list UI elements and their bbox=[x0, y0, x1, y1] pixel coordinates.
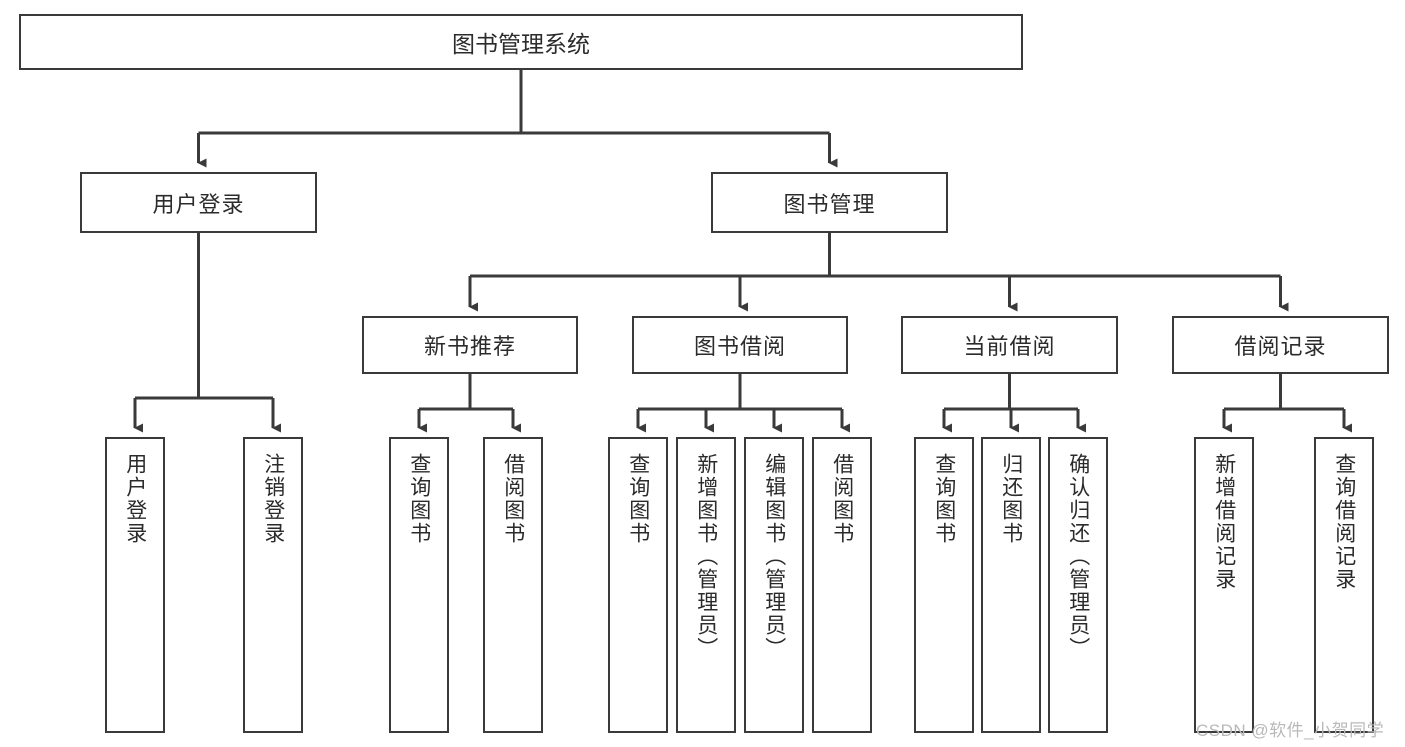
leaf-edit-book-admin-label: 编辑图书（管理员） bbox=[762, 453, 786, 660]
leaf-query-borrow-record[interactable]: 查询借阅记录 bbox=[1314, 437, 1374, 733]
leaf-confirm-return-admin-label: 确认归还（管理员） bbox=[1066, 453, 1090, 660]
node-root[interactable]: 图书管理系统 bbox=[19, 14, 1023, 70]
leaf-query-book-current-label: 查询图书 bbox=[932, 453, 956, 545]
leaf-query-book-borrow-label: 查询图书 bbox=[626, 453, 650, 545]
leaf-add-book-admin-label: 新增图书（管理员） bbox=[694, 453, 718, 660]
node-user-login[interactable]: 用户登录 bbox=[80, 172, 317, 233]
leaf-borrow-book-recommend-label: 借阅图书 bbox=[501, 453, 525, 545]
node-user-login-label: 用户登录 bbox=[152, 191, 245, 217]
leaf-add-book-admin[interactable]: 新增图书（管理员） bbox=[676, 437, 736, 733]
leaf-return-book[interactable]: 归还图书 bbox=[981, 437, 1041, 733]
node-borrow-record-label: 借阅记录 bbox=[1234, 334, 1327, 359]
leaf-confirm-return-admin[interactable]: 确认归还（管理员） bbox=[1048, 437, 1108, 733]
leaf-user-login-label: 用户登录 bbox=[123, 453, 147, 545]
leaf-query-borrow-record-label: 查询借阅记录 bbox=[1332, 453, 1356, 591]
leaf-borrow-book[interactable]: 借阅图书 bbox=[812, 437, 872, 733]
leaf-user-login[interactable]: 用户登录 bbox=[105, 437, 165, 733]
leaf-edit-book-admin[interactable]: 编辑图书（管理员） bbox=[744, 437, 804, 733]
node-current-borrow[interactable]: 当前借阅 bbox=[901, 316, 1118, 374]
leaf-add-borrow-record[interactable]: 新增借阅记录 bbox=[1194, 437, 1254, 733]
leaf-borrow-book-recommend[interactable]: 借阅图书 bbox=[483, 437, 543, 733]
node-book-borrow-label: 图书借阅 bbox=[693, 334, 786, 359]
leaf-query-book-recommend[interactable]: 查询图书 bbox=[389, 437, 449, 733]
node-new-book-recommend-label: 新书推荐 bbox=[423, 334, 516, 359]
watermark: CSDN @软件_小贺同学 bbox=[1196, 721, 1385, 740]
leaf-logout[interactable]: 注销登录 bbox=[243, 437, 303, 733]
leaf-logout-label: 注销登录 bbox=[261, 453, 285, 545]
node-book-borrow[interactable]: 图书借阅 bbox=[632, 316, 848, 374]
node-book-management-label: 图书管理 bbox=[783, 191, 876, 217]
node-current-borrow-label: 当前借阅 bbox=[963, 334, 1056, 359]
node-new-book-recommend[interactable]: 新书推荐 bbox=[362, 316, 578, 374]
leaf-return-book-label: 归还图书 bbox=[999, 453, 1023, 545]
leaf-query-book-current[interactable]: 查询图书 bbox=[914, 437, 974, 733]
node-book-management[interactable]: 图书管理 bbox=[711, 172, 948, 233]
leaf-borrow-book-label: 借阅图书 bbox=[830, 453, 854, 545]
leaf-query-book-borrow[interactable]: 查询图书 bbox=[608, 437, 668, 733]
node-borrow-record[interactable]: 借阅记录 bbox=[1172, 316, 1389, 374]
leaf-add-borrow-record-label: 新增借阅记录 bbox=[1212, 453, 1236, 591]
leaf-query-book-recommend-label: 查询图书 bbox=[407, 453, 431, 545]
node-root-label: 图书管理系统 bbox=[452, 31, 590, 57]
